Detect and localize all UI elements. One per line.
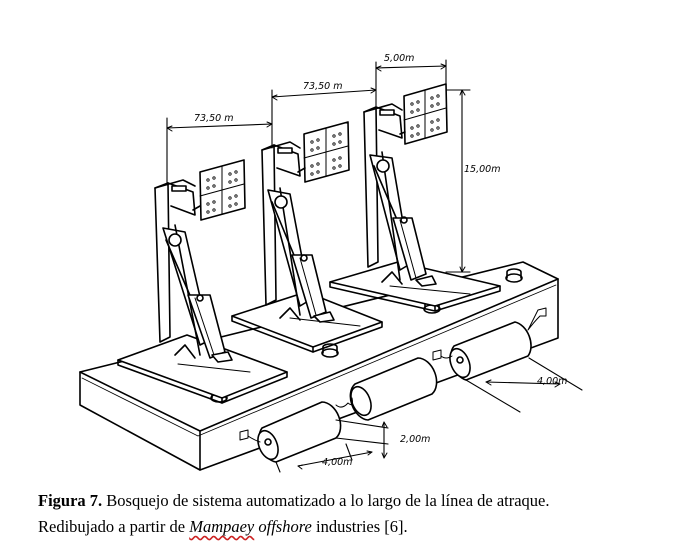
- dim-width: 5,00m: [384, 53, 414, 64]
- caption-company-rest: offshore: [254, 517, 312, 536]
- dim-fender-height: 2,00m: [400, 434, 430, 445]
- caption-suffix: industries [6].: [311, 517, 408, 536]
- caption-prefix: Redibujado a partir de: [38, 517, 190, 536]
- pier-block: [79, 261, 559, 471]
- dim-spacing-2: 73,50 m: [303, 81, 342, 92]
- dim-height: 15,00m: [464, 164, 500, 175]
- dim-fender-length: 4,00m: [322, 457, 352, 468]
- mooring-unit-2: [231, 121, 383, 353]
- figure-caption: Figura 7. Bosquejo de sistema automatiza…: [38, 488, 658, 540]
- caption-text: Bosquejo de sistema automatizado a lo la…: [102, 491, 550, 510]
- caption-company-brand: Mampaey: [189, 517, 255, 536]
- mooring-unit-1: [117, 159, 288, 404]
- mooring-unit-3: [329, 83, 501, 312]
- dim-fender-spacing: 4,00m: [537, 376, 567, 387]
- dimension-labels: 73,50 m 73,50 m 5,00m 15,00m 4,00m 2,00m…: [194, 53, 567, 468]
- dimension-lines: [166, 59, 583, 473]
- caption-label: Figura 7.: [38, 491, 103, 510]
- fenders: [239, 307, 547, 463]
- dim-spacing-1: 73,50 m: [194, 113, 233, 124]
